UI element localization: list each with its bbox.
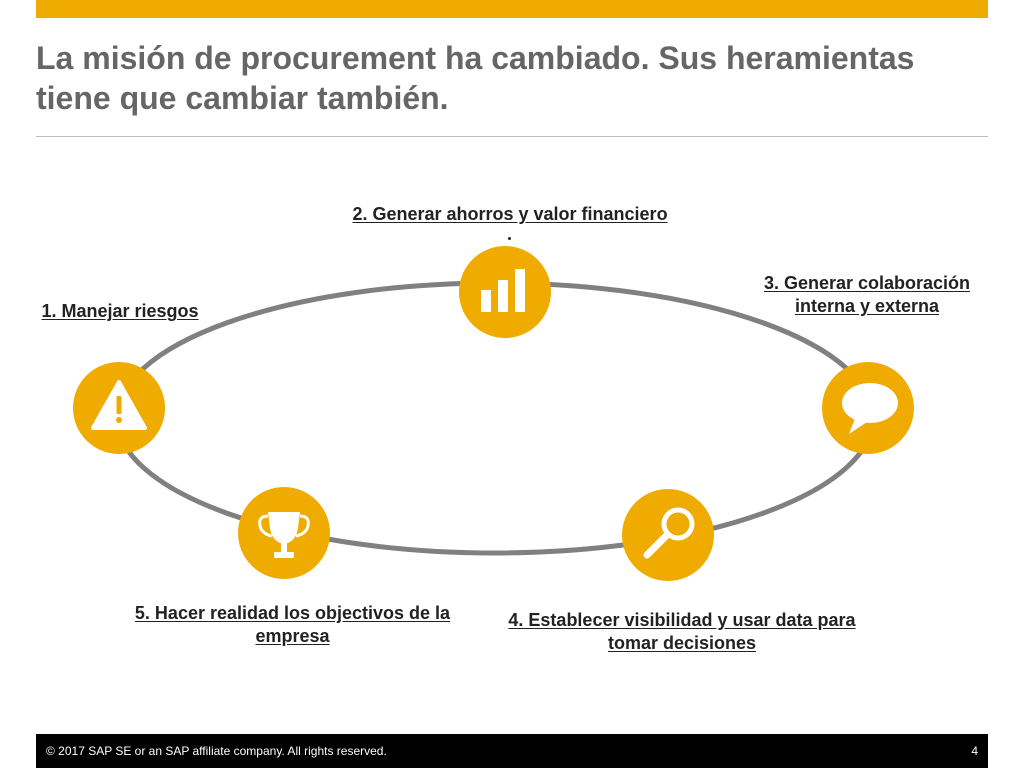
speech-bubble-icon — [842, 383, 898, 434]
stray-dot — [508, 237, 511, 240]
trophy-icon — [258, 512, 310, 558]
slide-title: La misión de procurement ha cambiado. Su… — [36, 40, 915, 116]
step-4-node — [622, 489, 714, 581]
step-2-node — [459, 246, 551, 338]
step-1-node — [73, 362, 165, 454]
footer-copyright: © 2017 SAP SE or an SAP affiliate compan… — [46, 744, 387, 758]
step-1-label: 1. Manejar riesgos — [41, 301, 199, 321]
footer-bar: © 2017 SAP SE or an SAP affiliate compan… — [36, 734, 988, 768]
magnifier-icon — [643, 507, 695, 559]
step-4-label: 4. Establecer visibilidad y usar data pa… — [508, 610, 856, 653]
step-5-label: 5. Hacer realidad los objectivos de la e… — [134, 603, 451, 646]
bar-chart-icon — [481, 269, 525, 312]
page-number: 4 — [971, 744, 978, 758]
step-2-label: 2. Generar ahorros y valor financiero — [352, 204, 668, 224]
step-5-node — [238, 487, 330, 579]
step-3-label: 3. Generar colaboración interna y extern… — [763, 273, 971, 316]
step-3-node — [822, 362, 914, 454]
warning-icon — [91, 380, 147, 430]
top-accent-bar — [36, 0, 988, 18]
title-divider — [36, 136, 988, 137]
